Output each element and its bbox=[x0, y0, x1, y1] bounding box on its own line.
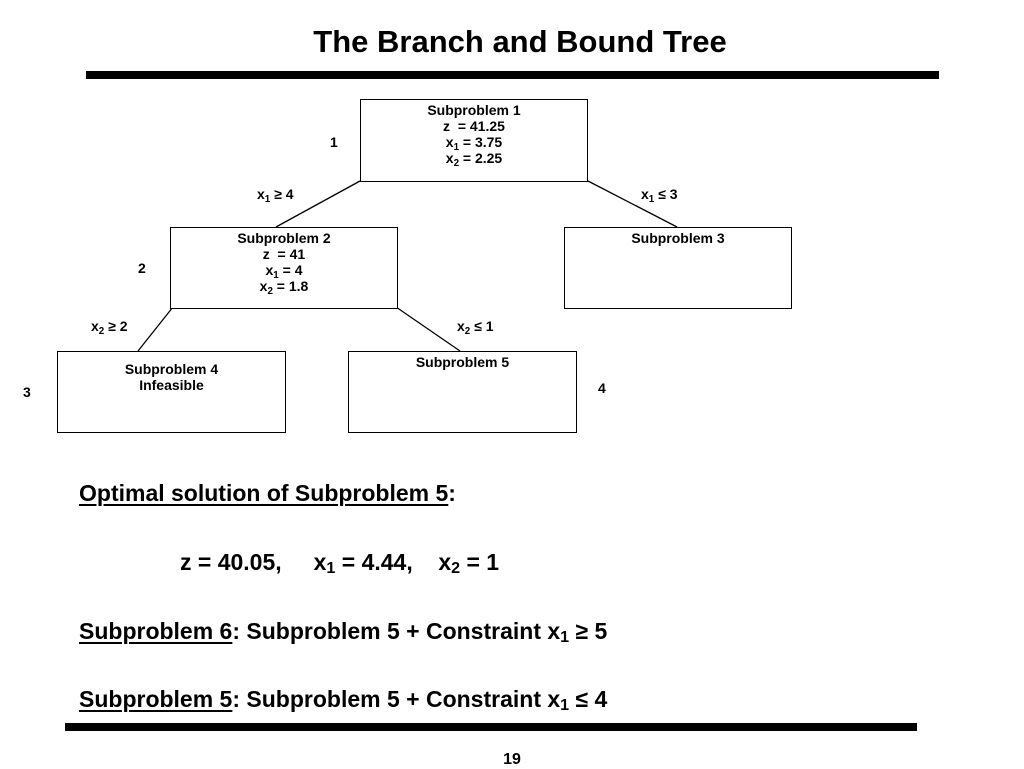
edge-n2-n4 bbox=[137, 306, 174, 352]
node-subproblem-3: Subproblem 3 bbox=[564, 227, 792, 309]
edge-label-x1-ge-4: x1 ≥ 4 bbox=[257, 186, 294, 205]
node-line: Subproblem 5 bbox=[415, 354, 510, 370]
edge-n1-n3 bbox=[587, 180, 678, 228]
node-line: z = 41 bbox=[262, 246, 306, 262]
page-number: 19 bbox=[503, 751, 521, 768]
node-line: Subproblem 3 bbox=[631, 230, 725, 246]
node-line: x1 = 3.75 bbox=[445, 134, 503, 153]
node-line: Subproblem 1 bbox=[427, 102, 521, 118]
edge-label-x2-le-1: x2 ≤ 1 bbox=[457, 318, 494, 337]
optimal-heading: Optimal solution of Subproblem 5: bbox=[79, 480, 456, 506]
footer-rule bbox=[65, 723, 917, 731]
node-line: x2 = 2.25 bbox=[445, 150, 503, 169]
node-line: x2 = 1.8 bbox=[259, 278, 309, 297]
order-label-4: 4 bbox=[598, 380, 606, 396]
edge-n2-n5 bbox=[395, 306, 461, 352]
node-line: x1 = 4 bbox=[265, 262, 303, 281]
node-subproblem-2: Subproblem 2 z = 41 x1 = 4 x2 = 1.8 bbox=[170, 227, 398, 309]
node-subproblem-5: Subproblem 5 bbox=[348, 351, 577, 433]
edge-n1-n2 bbox=[275, 180, 361, 228]
subproblem-5-line: Subproblem 5: Subproblem 5 + Constraint … bbox=[79, 686, 608, 714]
page-title: The Branch and Bound Tree bbox=[313, 24, 727, 59]
edge-label-x1-le-3: x1 ≤ 3 bbox=[641, 186, 678, 205]
optimal-values: z = 40.05, x1 = 4.44, x2 = 1 bbox=[180, 549, 500, 577]
title-rule bbox=[86, 71, 939, 79]
edge-label-x2-ge-2: x2 ≥ 2 bbox=[91, 318, 128, 337]
node-line: Subproblem 2 bbox=[237, 230, 331, 246]
order-label-1: 1 bbox=[330, 134, 338, 150]
node-line: z = 41.25 bbox=[443, 118, 505, 134]
node-line: Infeasible bbox=[139, 377, 204, 393]
node-subproblem-1: Subproblem 1 z = 41.25 x1 = 3.75 x2 = 2.… bbox=[360, 99, 588, 182]
order-label-2: 2 bbox=[138, 260, 146, 276]
node-line: Subproblem 4 bbox=[124, 361, 219, 377]
node-subproblem-4: Subproblem 4 Infeasible bbox=[57, 351, 286, 433]
order-label-3: 3 bbox=[23, 384, 31, 400]
subproblem-6-line: Subproblem 6: Subproblem 5 + Constraint … bbox=[79, 618, 608, 646]
